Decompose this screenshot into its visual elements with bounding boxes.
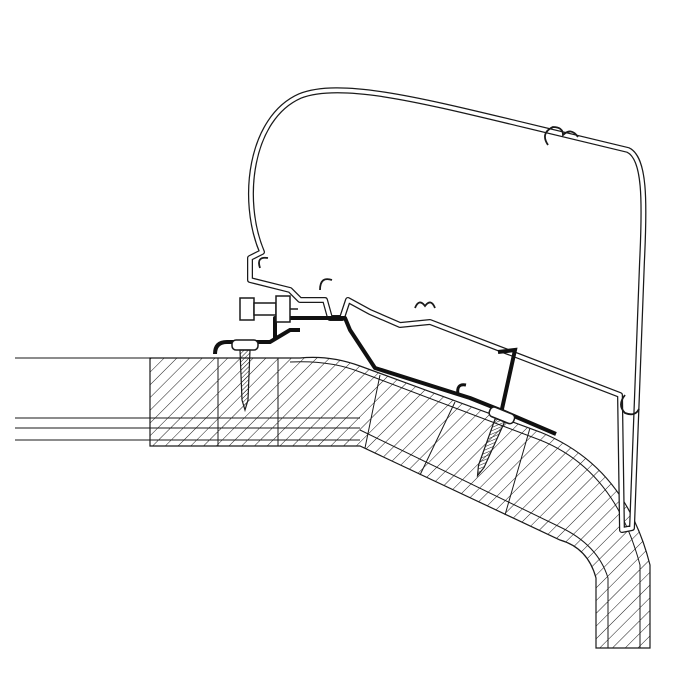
bolt-icon: [239, 295, 298, 323]
base-clamp: [213, 328, 300, 355]
awning-case: [247, 87, 647, 533]
screw-right-icon: [476, 406, 516, 478]
roof-inner-skin: [359, 429, 609, 648]
roof-section: [149, 356, 651, 649]
bracket-clip: [456, 383, 467, 396]
case-hooks: [258, 126, 640, 416]
screw-left-icon: [231, 339, 259, 413]
section-lines: [217, 358, 531, 516]
bracket-arm: [497, 347, 518, 419]
